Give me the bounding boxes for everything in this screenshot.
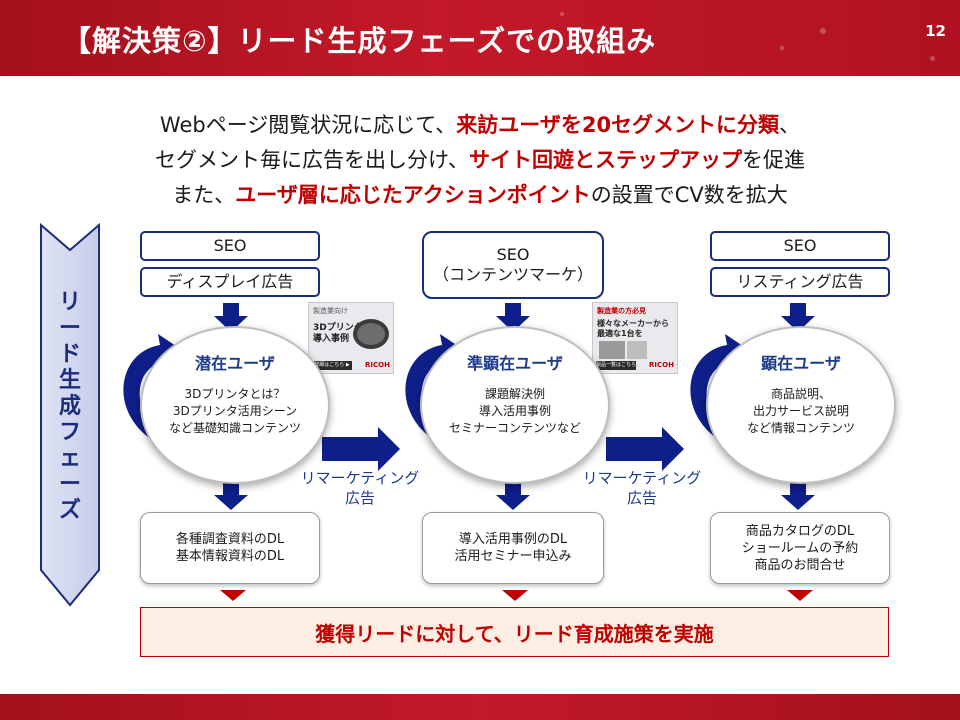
segment-line: セミナーコンテンツなど xyxy=(448,421,581,435)
intro-highlight: 来訪ユーザを20セグメントに分類 xyxy=(456,113,780,137)
channel-label: （コンテンツマーケ） xyxy=(432,265,593,284)
result-line: 基本情報資料のDL xyxy=(175,549,285,564)
page-number: 12 xyxy=(925,22,946,40)
segment-circle-semi-manifest: 準顕在ユーザ 課題解決例 導入活用事例 セミナーコンテンツなど xyxy=(420,326,610,484)
intro-text-plain: 、 xyxy=(779,113,801,137)
decor-dot xyxy=(820,28,826,34)
remarketing-line: リマーケティング xyxy=(300,469,420,487)
segment-line: 商品説明、 xyxy=(770,387,831,401)
ad-title: 3Dプリンター xyxy=(313,323,372,333)
phase-label: リード生成フェーズ xyxy=(58,290,81,523)
result-line: 導入活用事例のDL xyxy=(458,532,568,547)
intro-text-plain: セグメント毎に広告を出し分け、 xyxy=(155,148,469,172)
result-box: 導入活用事例のDL 活用セミナー申込み xyxy=(422,512,604,584)
segment-line: など基礎知識コンテンツ xyxy=(168,421,301,435)
header-bar xyxy=(0,0,960,76)
down-arrow xyxy=(214,483,248,510)
ad-title: 導入事例 xyxy=(313,334,350,344)
segment-circle-manifest: 顕在ユーザ 商品説明、 出力サービス説明 など情報コンテンツ xyxy=(706,326,896,484)
intro-text-plain: の設置でCV数を拡大 xyxy=(590,183,788,207)
remarketing-line: リマーケティング xyxy=(582,469,702,487)
ad-head: 製造業向け xyxy=(313,307,348,315)
channel-box: SEO （コンテンツマーケ） xyxy=(422,231,604,299)
segment-line: 導入活用事例 xyxy=(478,404,551,418)
segment-line: 3Dプリンタとは？ xyxy=(184,387,286,401)
ad-thumbnail: 製造業向け 3Dプリンター 導入事例 詳細はこちら ▶ RICOH xyxy=(308,302,394,374)
segment-body: 3Dプリンタとは？ 3Dプリンタ活用シーン など基礎知識コンテンツ xyxy=(142,386,328,437)
segment-line: 3Dプリンタ活用シーン xyxy=(172,404,298,418)
intro-text: Webページ閲覧状況に応じて、来訪ユーザを20セグメントに分類、 セグメント毎に… xyxy=(60,108,900,213)
result-box: 商品カタログのDL ショールームの予約 商品のお問合せ xyxy=(710,512,890,584)
remarketing-line: 広告 xyxy=(344,489,375,507)
decor-dot xyxy=(560,12,564,16)
down-arrows xyxy=(214,303,815,510)
ricoh-logo: RICOH xyxy=(649,361,674,369)
red-triangle xyxy=(502,590,528,601)
down-arrow xyxy=(781,303,815,332)
remarketing-label: リマーケティング 広告 xyxy=(582,468,702,508)
result-line: ショールームの予約 xyxy=(741,540,859,556)
lead-nurturing-bar: 獲得リードに対して、リード育成施策を実施 xyxy=(140,607,889,657)
product-image xyxy=(599,341,625,359)
segment-body: 商品説明、 出力サービス説明 など情報コンテンツ xyxy=(708,386,894,437)
segment-line: 出力サービス説明 xyxy=(752,404,849,418)
result-line: 各種調査資料のDL xyxy=(175,532,285,547)
footer-bar xyxy=(0,694,960,720)
segment-title: 顕在ユーザ xyxy=(761,354,841,373)
ricoh-logo: RICOH xyxy=(365,361,390,369)
right-arrow xyxy=(606,427,684,471)
intro-line-3: また、ユーザ層に応じたアクションポイントの設置でCV数を拡大 xyxy=(60,178,900,213)
segment-body: 課題解決例 導入活用事例 セミナーコンテンツなど xyxy=(422,386,608,437)
remarketing-label: リマーケティング 広告 xyxy=(300,468,420,508)
intro-line-1: Webページ閲覧状況に応じて、来訪ユーザを20セグメントに分類、 xyxy=(60,108,900,143)
product-image xyxy=(627,341,647,359)
result-box: 各種調査資料のDL 基本情報資料のDL xyxy=(140,512,320,584)
slide-title: 【解決策②】リード生成フェーズでの取組み xyxy=(62,24,657,58)
segment-line: 課題解決例 xyxy=(484,387,545,401)
red-triangle xyxy=(220,590,246,601)
channel-box: SEO xyxy=(140,231,320,261)
decor-dot xyxy=(780,46,784,50)
channel-box: SEO xyxy=(710,231,890,261)
result-line: 活用セミナー申込み xyxy=(454,549,572,564)
ad-head: 製造業の方必見 xyxy=(597,307,646,315)
intro-text-plain: また、 xyxy=(172,183,236,207)
segment-line: など情報コンテンツ xyxy=(746,421,855,435)
red-triangle xyxy=(787,590,813,601)
right-arrows xyxy=(322,427,684,471)
ad-button: 詳細はこちら ▶ xyxy=(312,361,352,370)
phase-chevron xyxy=(40,222,100,607)
result-line: 商品カタログのDL xyxy=(745,523,855,539)
right-arrow xyxy=(322,427,400,471)
result-line: 商品のお問合せ xyxy=(754,557,846,573)
ad-title: 様々なメーカーから xyxy=(597,319,669,328)
channel-label: SEO xyxy=(496,245,530,264)
segment-title: 準顕在ユーザ xyxy=(467,354,563,373)
down-arrow xyxy=(214,303,248,332)
channel-box: ディスプレイ広告 xyxy=(140,267,320,297)
ad-button: 製品一覧はこちら ▶ xyxy=(596,361,637,374)
product-image xyxy=(353,319,389,349)
ad-title: 最適な1台を xyxy=(597,329,643,338)
intro-highlight: ユーザ層に応じたアクションポイント xyxy=(235,183,591,207)
remarketing-line: 広告 xyxy=(626,489,657,507)
ad-thumbnail: 製造業の方必見 様々なメーカーから 最適な1台を 製品一覧はこちら ▶ RICO… xyxy=(592,302,678,374)
decor-dot xyxy=(930,56,935,61)
segment-circle-latent: 潜在ユーザ 3Dプリンタとは？ 3Dプリンタ活用シーン など基礎知識コンテンツ xyxy=(140,326,330,484)
intro-text-plain: Webページ閲覧状況に応じて、 xyxy=(159,113,457,137)
down-arrow xyxy=(781,483,815,510)
segment-title: 潜在ユーザ xyxy=(195,354,275,373)
red-triangles xyxy=(220,590,813,601)
intro-highlight: サイト回遊とステップアップ xyxy=(468,148,742,172)
down-arrow xyxy=(496,483,530,510)
intro-text-plain: を促進 xyxy=(741,148,805,172)
intro-line-2: セグメント毎に広告を出し分け、サイト回遊とステップアップを促進 xyxy=(60,143,900,178)
down-arrow xyxy=(496,303,530,332)
channel-box: リスティング広告 xyxy=(710,267,890,297)
